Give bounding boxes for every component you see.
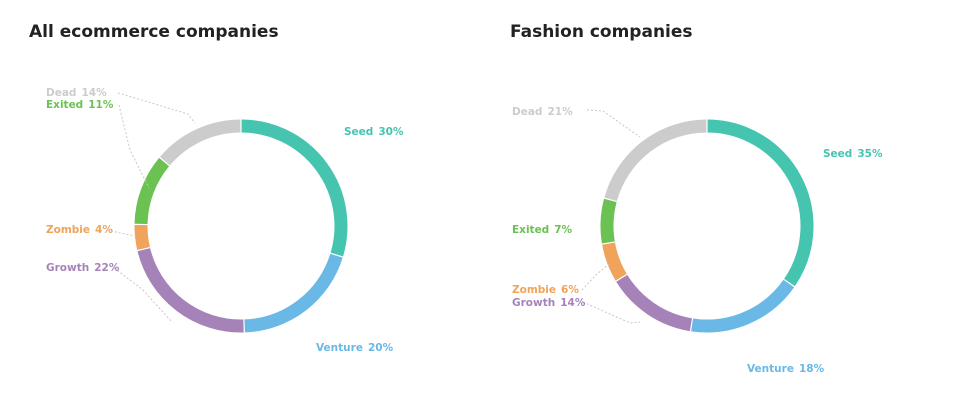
slice-name: Zombie [512,284,556,296]
slice-seed [707,119,814,287]
slice-growth [616,274,693,332]
slice-seed [241,119,348,257]
slice-label-zombie: Zombie 6% [512,284,579,296]
slice-name: Zombie [46,224,90,236]
leader-line-exited [118,104,150,189]
donut-chart-all-ecommerce: All ecommerce companies Seed 30% Venture 20… [29,22,404,354]
leader-line-zombie [581,262,611,291]
chart-title: Fashion companies [510,22,693,42]
slice-value: 22% [94,262,120,274]
slice-name: Dead [512,106,542,118]
slice-label-venture: Venture 18% [747,363,825,375]
slice-label-dead: Dead 14% [46,87,107,99]
slice-value: 18% [799,363,825,375]
slice-name: Venture [316,342,363,354]
leader-line-growth [113,267,173,323]
leader-line-growth [582,301,641,324]
slice-dead [159,119,241,166]
slice-dead [604,119,707,202]
slice-name: Seed [823,148,852,160]
slice-growth [137,248,244,333]
slice-value: 20% [368,342,394,354]
slice-venture [244,253,343,333]
slice-value: 30% [378,126,404,138]
slice-value: 14% [560,297,586,309]
slice-name: Growth [512,297,555,309]
slice-name: Exited [512,224,549,236]
slice-exited [600,198,617,244]
slice-label-growth: Growth 22% [46,262,120,274]
slice-value: 6% [561,284,579,296]
leader-line-dead [586,109,641,138]
slice-zombie [602,242,627,281]
slice-value: 4% [95,224,113,236]
slice-value: 7% [554,224,572,236]
chart-title: All ecommerce companies [29,22,279,42]
slice-name: Exited [46,99,83,111]
slice-label-exited: Exited 11% [46,99,114,111]
slice-value: 14% [81,87,107,99]
slice-exited [134,157,170,225]
slice-label-venture: Venture 20% [316,342,394,354]
slice-name: Growth [46,262,89,274]
slice-label-zombie: Zombie 4% [46,224,113,236]
leader-line-zombie [106,229,137,237]
slice-name: Seed [344,126,373,138]
slice-label-exited: Exited 7% [512,224,573,236]
slice-label-seed: Seed 30% [344,126,404,138]
donut-chart-fashion: Fashion companies Seed 35% Venture 18% Growt… [510,22,883,375]
slice-value: 35% [857,148,883,160]
slice-value: 21% [547,106,573,118]
leader-line-dead [117,92,196,124]
slice-label-seed: Seed 35% [823,148,883,160]
slice-name: Venture [747,363,794,375]
slice-label-growth: Growth 14% [512,297,586,309]
slice-name: Dead [46,87,76,99]
slice-label-dead: Dead 21% [512,106,573,118]
slice-value: 11% [88,99,114,111]
slice-venture [691,279,795,333]
slice-zombie [134,224,150,250]
